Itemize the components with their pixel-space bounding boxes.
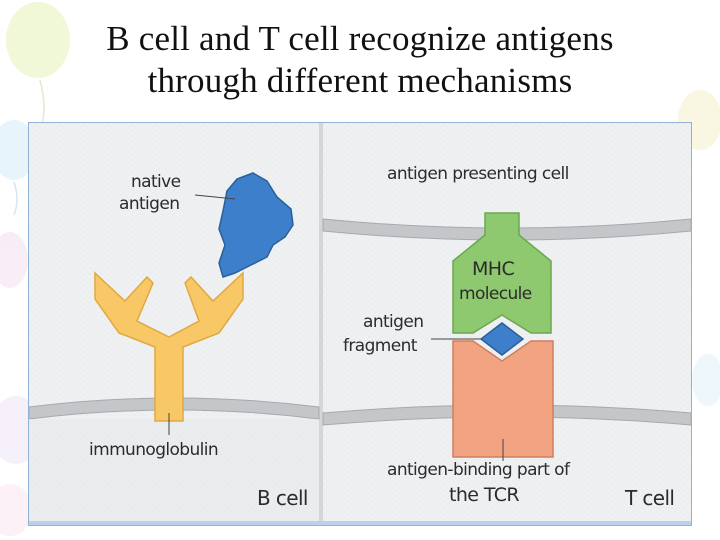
antigen-fragment-label-line-1: antigen [363, 312, 423, 332]
antigen-blob-icon [218, 172, 294, 278]
native-antigen-pointer [194, 194, 236, 200]
figure-frame: native antigen immunoglobulin B cell ant… [28, 122, 692, 526]
antigen-fragment-label-line-2: fragment [343, 336, 418, 356]
b-cell-interior [29, 419, 319, 525]
tcr-label-line-2: the TCR [449, 484, 519, 506]
mhc-label-line-1: MHC [472, 258, 514, 280]
figure-bottom-strip [29, 521, 691, 525]
tcr-block-icon [452, 340, 554, 458]
t-cell-label: T cell [624, 486, 674, 510]
slide-title-line-1: B cell and T cell recognize antigens [106, 19, 614, 58]
antibody-y-shape-icon [94, 271, 244, 422]
immunoglobulin-label: immunoglobulin [89, 440, 218, 460]
native-antigen-label-line-2: antigen [119, 194, 179, 214]
tcr-label-line-1: antigen-binding part of [387, 460, 571, 480]
antigen-diamond-icon [479, 322, 525, 356]
mhc-molecule-icon [452, 212, 552, 334]
panel-divider [319, 123, 323, 525]
right-panel-background [323, 123, 691, 525]
native-antigen-label-line-1: native [131, 172, 181, 192]
slide-title-line-2: through different mechanisms [147, 61, 573, 100]
recognition-diagram: native antigen immunoglobulin B cell ant… [29, 123, 691, 525]
slide-title: B cell and T cell recognize antigens thr… [0, 18, 720, 102]
apc-label: antigen presenting cell [387, 164, 569, 184]
mhc-label-line-2: molecule [459, 284, 532, 304]
b-cell-label: B cell [257, 486, 308, 510]
